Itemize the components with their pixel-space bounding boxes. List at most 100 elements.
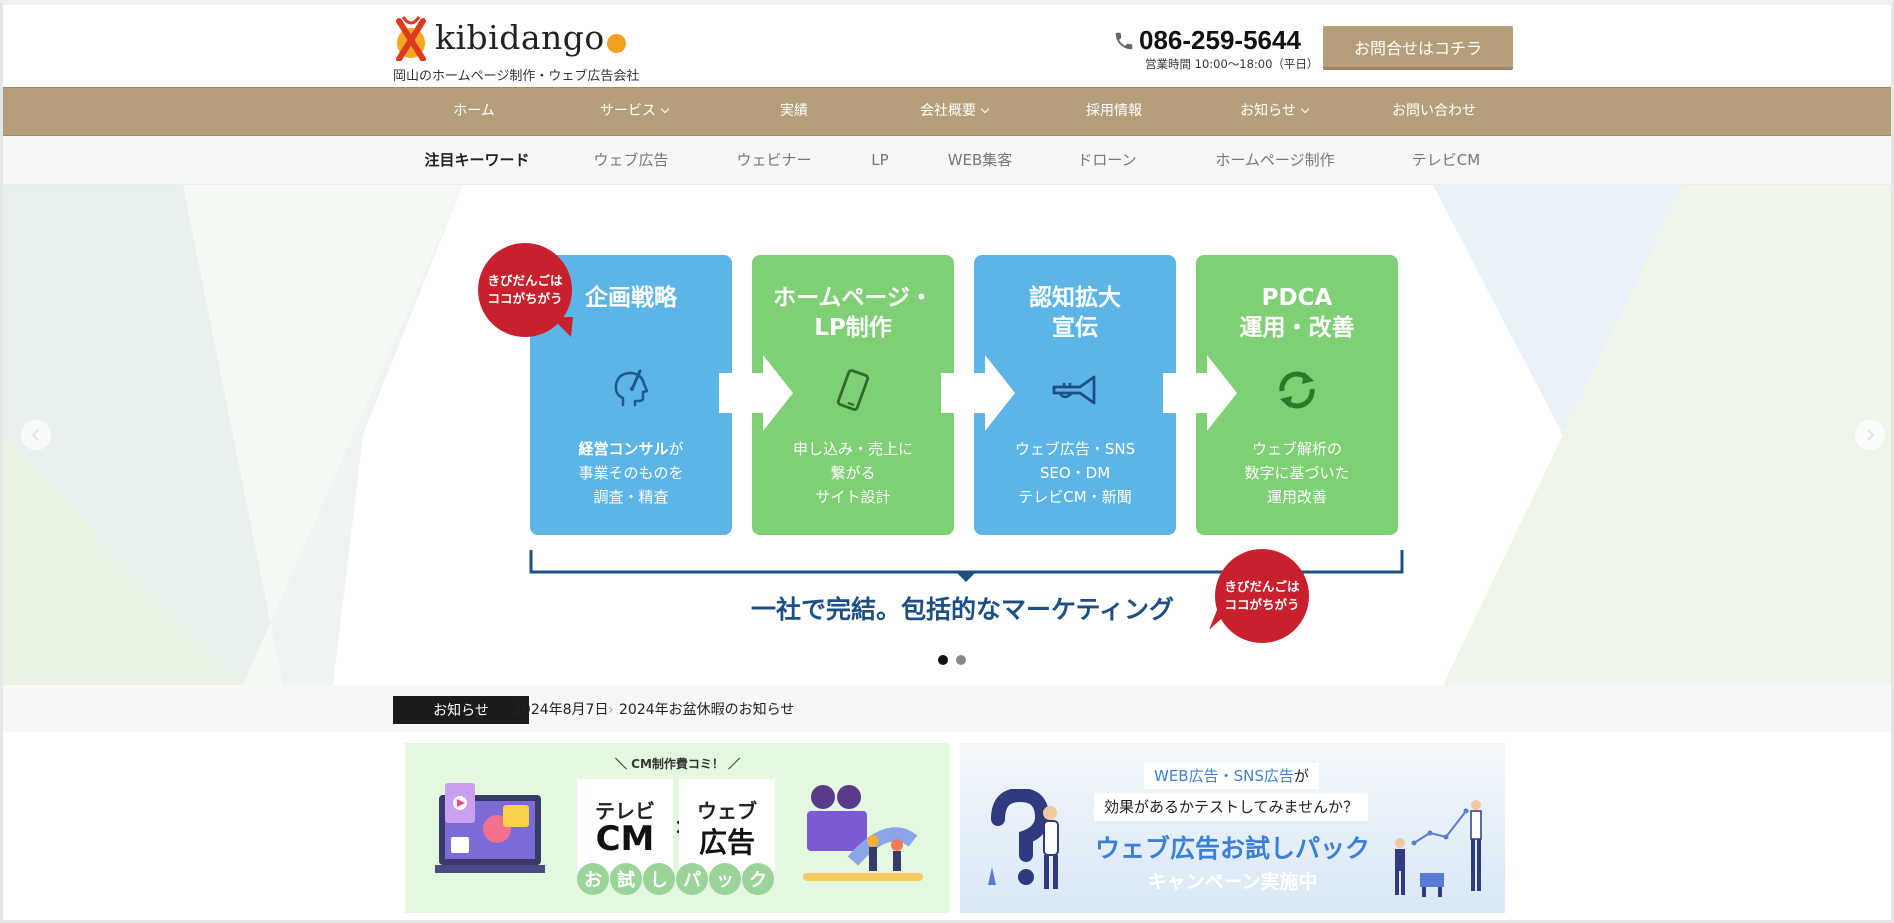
phone-text: 086-259-5644 [1139, 25, 1301, 55]
chevron-down-icon [980, 104, 990, 114]
nav-label: サービス [600, 103, 656, 119]
chevron-down-icon [1300, 104, 1310, 114]
card-desc: ウェブ解析の 数字に基づいた 運用改善 [1244, 440, 1350, 506]
news-title-link[interactable]: 2024年お盆休暇のお知らせ [619, 702, 795, 718]
banner-web-line1: WEB広告・SNS広告が [1144, 763, 1319, 789]
pack-char: パ [676, 863, 708, 895]
nav-label: 実績 [780, 103, 808, 119]
keyword-webinar[interactable]: ウェビナー [736, 151, 812, 169]
pack-char: ク [742, 863, 774, 895]
news-label: お知らせ [393, 696, 529, 724]
banner-web-line3: ウェブ広告お試しパック [1094, 834, 1370, 863]
chevron-right-icon [1867, 429, 1875, 441]
bracket-line [529, 550, 1404, 582]
news-separator-icon: › [608, 702, 614, 718]
phone-number[interactable]: 086-259-5644 [1113, 25, 1318, 56]
nav-label: お問い合わせ [1392, 103, 1476, 119]
banner-web-line4: キャンペーン実施中 [1147, 871, 1318, 893]
nav-item-service[interactable]: サービス [600, 88, 670, 135]
slider-dots [938, 655, 966, 665]
chevron-down-icon [660, 104, 670, 114]
pack-char: お [577, 863, 609, 895]
pack-char: し [643, 863, 675, 895]
banner-web-line1-text: WEB広告・SNS広告 [1154, 767, 1294, 785]
banner-cm-box-tv: テレビ CM [577, 779, 673, 871]
keyword-tv-cm[interactable]: テレビCM [1411, 151, 1481, 169]
banner-cm-box-web: ウェブ 広告 [679, 779, 775, 871]
nav-label: 会社概要 [920, 103, 976, 119]
flow-arrow-icon [719, 355, 793, 431]
card-title: 企画戦略 [585, 285, 677, 311]
keyword-drone[interactable]: ドローン [1077, 151, 1137, 169]
card-desc-text: が 事業そのものを 調査・精査 [578, 440, 684, 506]
site-tagline: 岡山のホームページ制作・ウェブ広告会社 [393, 69, 640, 84]
banner-cm-pack: お 試 し パ ッ ク [577, 863, 774, 895]
banner-web-ad[interactable]: WEB広告・SNS広告が 効果があるかテストしてみませんか？ ウェブ広告お試しパ… [960, 743, 1505, 913]
cycle-arrows-icon [1279, 371, 1315, 409]
banner-cm-kicker: ＼ CM制作費コミ！ ／ [615, 757, 741, 771]
chevron-left-icon [31, 429, 39, 441]
business-hours: 営業時間 10:00～18:00（平日） [1145, 57, 1319, 71]
keyword-bar: 注目キーワード ウェブ広告 ウェビナー LP WEB集客 ドローン ホームページ… [3, 136, 1891, 185]
nav-item-works[interactable]: 実績 [780, 88, 808, 135]
card-desc: 経営コンサルが 事業そのものを 調査・精査 [530, 437, 732, 509]
pack-char: 試 [610, 863, 642, 895]
logo-mark-icon [393, 15, 429, 62]
banner-web-line2: 効果があるかテストしてみませんか？ [1094, 793, 1369, 821]
news-date: 2024年8月7日 [513, 702, 609, 718]
banner-cm-cm-label: CM [595, 819, 655, 859]
slider-prev-button[interactable] [21, 420, 51, 450]
keyword-title: 注目キーワード [424, 151, 530, 169]
card-desc: ウェブ広告・SNS SEO・DM テレビCM・新聞 [1014, 440, 1136, 506]
nav-item-contact[interactable]: お問い合わせ [1392, 88, 1476, 135]
question-person-illustration-icon [988, 789, 1059, 889]
slider-dot-1[interactable] [938, 655, 948, 665]
keyword-homepage[interactable]: ホームページ制作 [1215, 151, 1335, 169]
main-nav: ホーム サービス 実績 会社概要 採用情報 お知らせ お問い合わせ [3, 87, 1891, 136]
nav-label: ホーム [453, 103, 495, 119]
nav-item-recruit[interactable]: 採用情報 [1086, 88, 1142, 135]
nav-label: お知らせ [1240, 103, 1296, 119]
slider-next-button[interactable] [1855, 420, 1885, 450]
banner-cm-ad-label: 広告 [698, 826, 755, 859]
monitor-illustration-icon [435, 783, 545, 873]
card-title: ホームページ・ LP制作 [773, 285, 933, 341]
banner-cm-tv-label: テレビ [595, 799, 655, 823]
banner-tv-cm[interactable]: ＼ CM制作費コミ！ ／ テレビ CM × ウェブ 広告 お 試 し [405, 743, 950, 913]
badge-tail [1209, 610, 1231, 630]
phone-icon [1115, 32, 1133, 49]
badge-tail [551, 317, 573, 337]
logo-text: kibidango [435, 18, 605, 57]
card-pdca: PDCA 運用・改善 ウェブ解析の 数字に基づいた 運用改善 [1196, 255, 1398, 535]
card-desc-strong: 経営コンサル [578, 440, 669, 458]
contact-button[interactable]: お問合せはコチラ [1323, 26, 1513, 70]
hero-slider: 企画戦略 経営コンサルが 事業そのものを 調査・精査 ホームページ・ LP制作 … [3, 185, 1891, 685]
news-ticker: お知らせ 2024年8月7日 › 2024年お盆休暇のお知らせ [3, 685, 1891, 732]
hero-bracket-label: 一社で完結。包括的なマーケティング [751, 595, 1175, 624]
card-title: 認知拡大 宣伝 [1029, 285, 1121, 341]
banner-cm-web-label: ウェブ [697, 799, 757, 823]
keyword-web-ad[interactable]: ウェブ広告 [593, 151, 669, 169]
nav-item-company[interactable]: 会社概要 [920, 88, 990, 135]
nav-label: 採用情報 [1086, 103, 1142, 119]
head-pen-icon [614, 369, 649, 407]
hero-badge-bottom: きびだんごは ココがちがう [1215, 549, 1309, 643]
flow-arrow-icon [1163, 355, 1237, 431]
site-header: kibidango 岡山のホームページ制作・ウェブ広告会社 086-259-56… [3, 5, 1891, 87]
chart-people-illustration-icon [1395, 800, 1482, 897]
card-title: PDCA 運用・改善 [1239, 285, 1355, 341]
card-desc: 申し込み・売上に 繋がる サイト設計 [792, 440, 913, 506]
logo[interactable]: kibidango [393, 15, 626, 62]
trumpet-icon [1052, 375, 1096, 405]
keyword-web-marketing[interactable]: WEB集客 [947, 151, 1013, 169]
keyword-lp[interactable]: LP [871, 151, 889, 169]
nav-item-news[interactable]: お知らせ [1240, 88, 1310, 135]
pack-char: ッ [709, 863, 741, 895]
slider-dot-2[interactable] [956, 655, 966, 665]
banner-web-line1-suffix: が [1293, 767, 1309, 785]
nav-item-home[interactable]: ホーム [453, 88, 495, 135]
phone-block: 086-259-5644 営業時間 10:00～18:00（平日） [1113, 25, 1318, 72]
smartphone-icon [836, 369, 870, 411]
logo-dot [606, 34, 626, 53]
